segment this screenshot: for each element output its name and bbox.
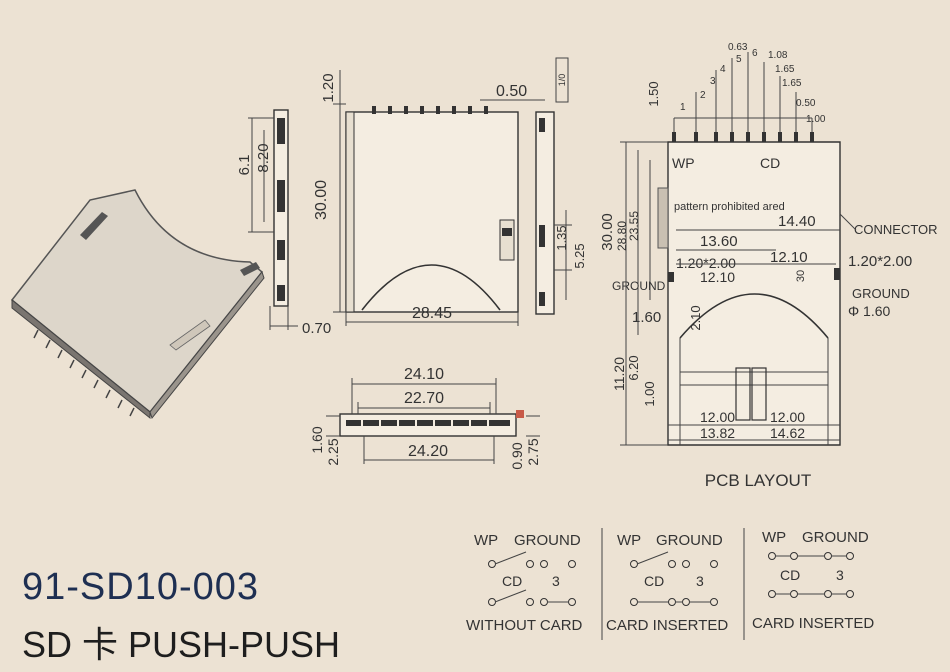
dim-front-30-00: 30.00 [313, 180, 330, 220]
pcb-dim-0-63: 0.63 [728, 42, 748, 53]
pcb-dim-phi-1-60: Φ 1.60 [848, 303, 891, 319]
pcb-dim-0-50: 0.50 [796, 98, 816, 109]
dim-front-0-50: 0.50 [496, 83, 527, 100]
switch-3-three: 3 [836, 567, 844, 583]
switch-1-three: 3 [552, 573, 560, 589]
pcb-dim-1-50: 1.50 [646, 81, 661, 106]
switch-2-wp: WP [617, 532, 641, 549]
pcb-pin-3: 3 [710, 76, 716, 87]
switch-1-ground: GROUND [514, 532, 581, 549]
pcb-dim-12-00a: 12.00 [700, 409, 735, 425]
switch-2-ground: GROUND [656, 532, 723, 549]
switch-1-wp: WP [474, 532, 498, 549]
dim-edge-5-25: 5.25 [572, 243, 587, 268]
pcb-dim-1-65a: 1.65 [775, 64, 795, 75]
switch-3-ground: GROUND [802, 529, 869, 546]
dim-side-0-70: 0.70 [302, 320, 331, 337]
pcb-dim-30: 30 [795, 270, 807, 282]
edge-view: 1/0 1.35 5.25 [535, 57, 587, 315]
pcb-pin-2: 2 [700, 90, 706, 101]
dim-front-1-20: 1.20 [320, 73, 337, 102]
switch-3-cd: CD [780, 567, 800, 583]
pcb-label-ground-right: GROUND [852, 286, 910, 301]
pcb-label-pattern: pattern prohibited ared [674, 201, 785, 213]
front-view: 1.20 30.00 0.50 28.45 [313, 70, 545, 326]
pcb-dim-1-20x2-00a: 1.20*2.00 [676, 255, 736, 271]
pcb-label-connector: CONNECTOR [854, 222, 938, 237]
pcb-pin-6: 6 [752, 48, 758, 59]
pcb-dim-11-20: 11.20 [611, 357, 627, 391]
pcb-dim-13-60: 13.60 [700, 233, 738, 250]
pcb-caption: PCB LAYOUT [705, 471, 811, 490]
switch-2-three: 3 [696, 573, 704, 589]
pcb-label-ground-left: GROUND [612, 279, 666, 293]
pcb-dim-1-65b: 1.65 [782, 78, 802, 89]
switch-diagram-1: WP GROUND CD 3 WITHOUT CARD [466, 532, 583, 634]
pcb-dim-1-00-v: 1.00 [642, 381, 657, 406]
product-subtitle: SD 卡 PUSH-PUSH [22, 624, 341, 665]
dim-side-8-20: 8.20 [255, 143, 272, 172]
pcb-label-cd: CD [760, 155, 780, 171]
dim-front-28-45: 28.45 [412, 305, 452, 322]
switch-diagram-3: WP GROUND CD 3 CARD INSERTED [752, 529, 874, 632]
pcb-dim-1-00: 1.00 [806, 114, 826, 125]
pcb-dim-12-10a: 12.10 [700, 269, 735, 285]
pcb-pin-4: 4 [720, 64, 726, 75]
dim-bottom-24-10: 24.10 [404, 366, 444, 383]
dim-edge-1-35: 1.35 [554, 225, 569, 250]
switch-diagram-2: WP GROUND CD 3 CARD INSERTED [606, 532, 728, 634]
pcb-dim-28-80: 28.80 [615, 221, 629, 251]
bottom-view: 24.10 22.70 24.20 1.60 2.25 0.90 2.75 [309, 366, 541, 470]
dim-bottom-22-70: 22.70 [404, 390, 444, 407]
dim-bottom-1-60: 1.60 [309, 426, 325, 453]
edge-mark: 1/0 [557, 74, 567, 87]
pcb-dim-13-82: 13.82 [700, 425, 735, 441]
switch-1-cd: CD [502, 573, 522, 589]
pcb-dim-1-60-left: 1.60 [632, 309, 661, 326]
pcb-dim-14-62: 14.62 [770, 425, 805, 441]
dim-bottom-0-90: 0.90 [509, 442, 525, 469]
pcb-dim-12-10b: 12.10 [770, 249, 808, 266]
dim-bottom-24-20: 24.20 [408, 443, 448, 460]
pcb-layout: 0.63 1.08 1.65 1.65 0.50 1.00 1.50 1 2 3… [599, 42, 938, 490]
pcb-dim-6-20: 6.20 [626, 355, 641, 380]
pcb-pin-1: 1 [680, 102, 686, 113]
pcb-label-wp: WP [672, 155, 695, 171]
pcb-dim-14-40: 14.40 [778, 213, 816, 230]
switch-3-caption: CARD INSERTED [752, 615, 874, 632]
part-number: 91-SD10-003 [22, 566, 260, 608]
dim-bottom-2-75: 2.75 [525, 438, 541, 465]
pcb-dim-1-08: 1.08 [768, 50, 788, 61]
switch-2-cd: CD [644, 573, 664, 589]
pcb-dim-12-00b: 12.00 [770, 409, 805, 425]
pcb-dim-2-10: 2.10 [688, 305, 703, 330]
dim-side-6-1: 6.1 [236, 155, 253, 176]
pcb-dim-23-55: 23.55 [627, 211, 641, 241]
switch-2-caption: CARD INSERTED [606, 617, 728, 634]
switch-1-caption: WITHOUT CARD [466, 617, 583, 634]
side-view: 8.20 6.1 0.70 [236, 109, 331, 337]
pcb-dim-1-20x2-00b: 1.20*2.00 [848, 253, 912, 270]
connector-photo [10, 189, 265, 420]
pcb-pin-5: 5 [736, 54, 742, 65]
pcb-dim-30-00: 30.00 [599, 213, 616, 251]
dim-bottom-2-25: 2.25 [325, 438, 341, 465]
switch-3-wp: WP [762, 529, 786, 546]
